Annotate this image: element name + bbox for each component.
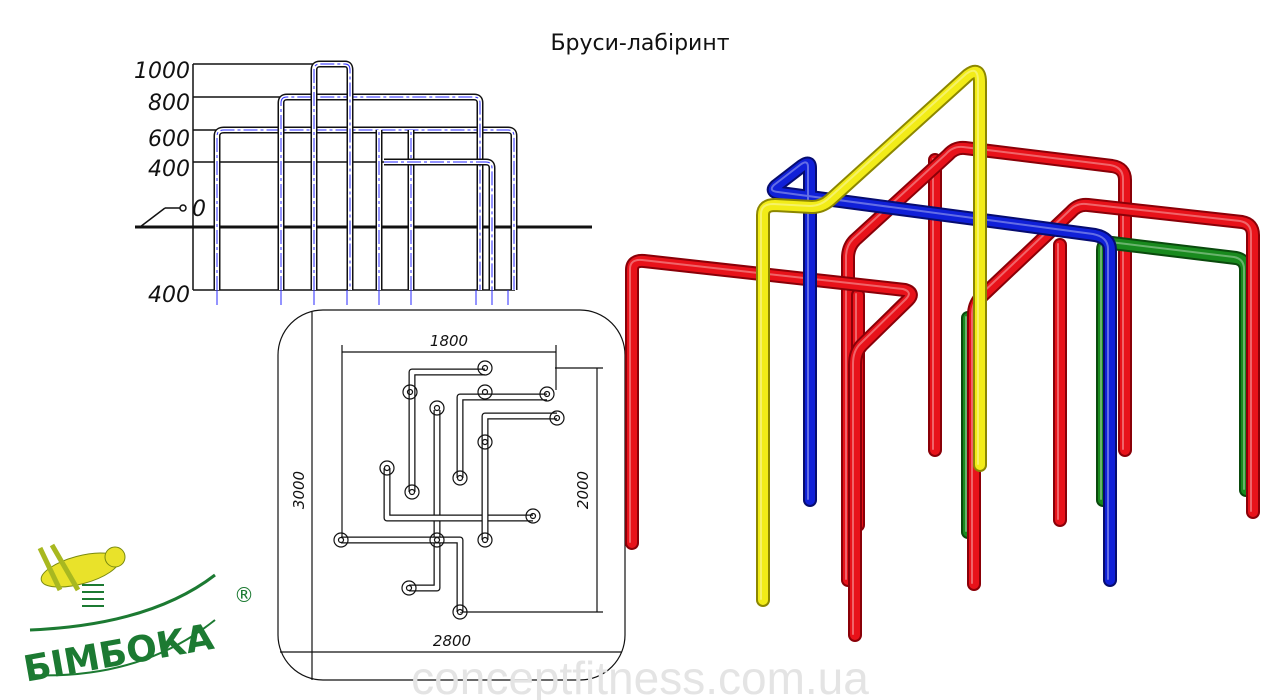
plan-depth-outer: 3000 [290,471,308,509]
plan-pipe [341,536,464,612]
front-elevation [135,60,592,305]
elevation-pipes [213,60,518,305]
registered-mark: ® [234,583,254,607]
level-800-label: 800 [148,91,190,116]
post-marker [401,580,417,596]
post-marker [477,384,493,400]
post-marker [402,384,418,400]
post-marker [549,410,565,426]
plan-pipe [408,368,485,492]
plan-width-outer: 2800 [433,632,471,650]
post-marker [477,434,493,450]
elevation-pipe [213,126,518,290]
isometric-view [625,64,1260,642]
level-0-label: 0 [192,197,206,222]
post-marker [452,604,468,620]
post-marker [477,532,493,548]
safety-zone [277,309,626,681]
post-marker [333,532,349,548]
post-marker [429,400,445,416]
plan-view [277,309,626,681]
level-600-label: 600 [148,127,190,152]
spring-icon [82,584,104,607]
level-1000-label: 1000 [134,59,190,84]
post-marker [477,360,493,376]
level-400-label: 400 [148,157,190,182]
bimboka-logo: БІМБОКА ® [21,543,254,691]
post-marker [379,460,395,476]
post-marker [525,508,541,524]
depth-400-label: 400 [148,283,190,308]
watermark: conceptfitness.com.ua [411,652,869,700]
post-marker [539,386,555,402]
plan-width-inner: 1800 [430,332,468,350]
page-title: Бруси-лабіринт [550,31,729,56]
plan-depth-inner: 2000 [574,471,592,509]
plan-pipe [481,412,557,440]
post-marker [452,470,468,486]
post-marker [429,532,445,548]
post-marker [404,484,420,500]
plan-pipe [456,393,547,478]
pipe-bar [625,253,918,642]
